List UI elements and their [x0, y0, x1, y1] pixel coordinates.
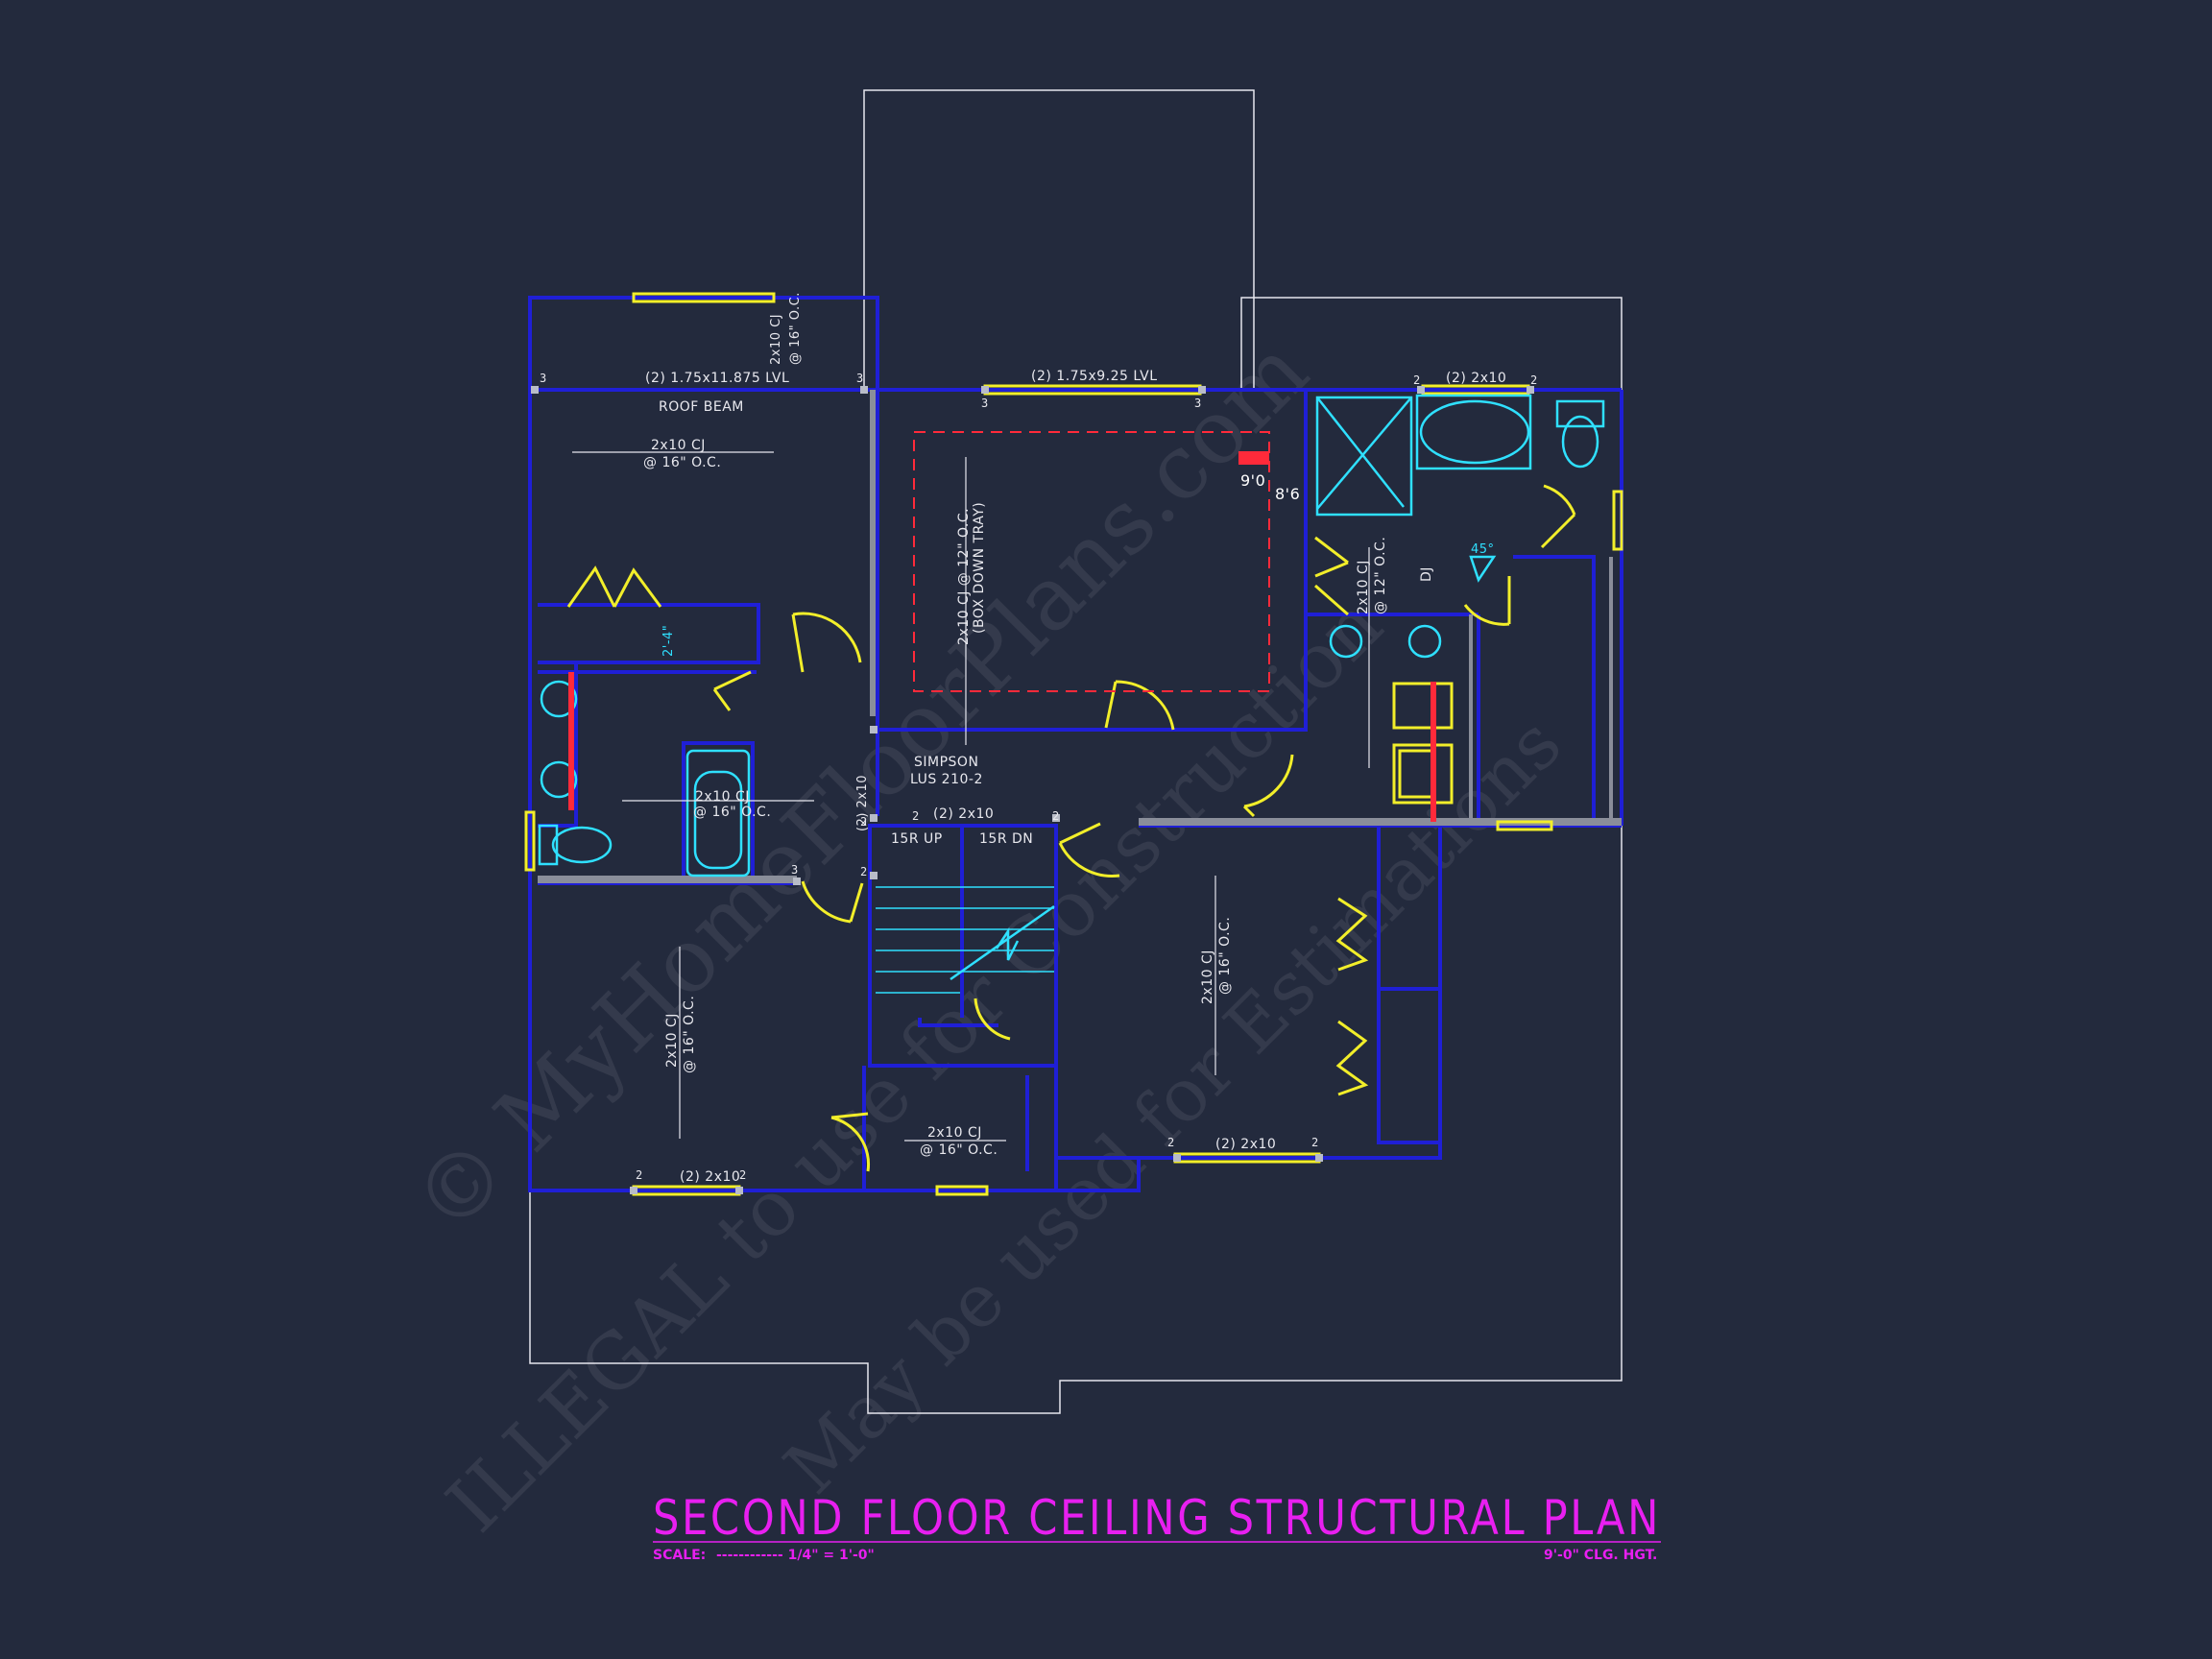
- label-beam-bottom-right: (2) 2x10: [1215, 1137, 1276, 1152]
- labels: (2) 1.75x11.875 LVL ROOF BEAM (2) 1.75x9…: [540, 292, 1537, 1185]
- label-cj-top-small-a: 2x10 CJ: [769, 314, 783, 365]
- label-roof-beam: ROOF BEAM: [659, 399, 744, 415]
- label-dim-closet: 2'-4": [661, 625, 676, 657]
- label-cj-bedleft-a: 2x10 CJ: [664, 1013, 680, 1068]
- fixtures: [538, 394, 1605, 981]
- label-cj-tub-b: @ 16" O.C.: [693, 805, 771, 820]
- bearing-points: [531, 386, 1534, 1194]
- label-cj-bath-a: 2x10 CJ: [1356, 560, 1371, 614]
- plan-title: SECOND FLOOR CEILING STRUCTURAL PLAN: [653, 1490, 1661, 1546]
- ceiling-height: 9'-0" CLG. HGT.: [1544, 1548, 1657, 1563]
- tray-ceiling: [568, 431, 1436, 822]
- title-block: SECOND FLOOR CEILING STRUCTURAL PLAN SCA…: [653, 1490, 1661, 1563]
- bearing-num: 2: [1530, 373, 1537, 387]
- label-beam-2x10-stair: (2) 2x10: [933, 806, 994, 822]
- bearing-num: 2: [1052, 809, 1059, 823]
- doors: [566, 484, 1576, 1172]
- bearing-num: 2: [860, 815, 867, 829]
- label-beam-2x10-vert: (2) 2x10: [855, 775, 870, 831]
- label-stair-dn: 15R DN: [979, 831, 1033, 847]
- label-beam-lvl-left: (2) 1.75x11.875 LVL: [645, 371, 789, 386]
- label-cj-bedright-a: 2x10 CJ: [1200, 950, 1215, 1004]
- label-beam-lvl-mid: (2) 1.75x9.25 LVL: [1031, 369, 1158, 384]
- label-cj-left-b: @ 16" O.C.: [643, 455, 721, 470]
- label-tray-elev-b: 8'6: [1275, 485, 1300, 503]
- bearing-num: 2: [636, 1168, 642, 1182]
- scale-label: SCALE:: [653, 1548, 706, 1563]
- label-beam-2x10-right: (2) 2x10: [1446, 371, 1506, 386]
- label-cj-left-a: 2x10 CJ: [651, 438, 706, 453]
- label-simpson-a: SIMPSON: [914, 755, 978, 770]
- label-cj-hall-b: @ 16" O.C.: [920, 1142, 998, 1158]
- label-cj-bedleft-b: @ 16" O.C.: [682, 996, 697, 1073]
- label-cj-top-small-b: @ 16" O.C.: [788, 292, 803, 365]
- bearing-num: 3: [791, 863, 798, 877]
- bearing-num: 3: [540, 372, 546, 385]
- label-cj-bedright-b: @ 16" O.C.: [1217, 917, 1233, 995]
- bearing-num: 3: [856, 372, 863, 385]
- span-arrows: [572, 451, 1370, 1142]
- bearing-num: 2: [912, 809, 919, 823]
- stair-treads: [876, 886, 1054, 994]
- label-cj-tray-b: (BOX DOWN TRAY): [972, 502, 987, 634]
- label-beam-bottom-left: (2) 2x10: [680, 1169, 740, 1185]
- label-cj-tub-a: 2x10 CJ: [695, 789, 750, 805]
- bearing-num: 3: [981, 397, 988, 410]
- bearing-num: 2: [1413, 373, 1420, 387]
- label-stair-up: 15R UP: [891, 831, 943, 847]
- label-angle: 45°: [1471, 542, 1495, 557]
- bearing-num: 2: [1311, 1136, 1318, 1149]
- bearing-num: 2: [1167, 1136, 1174, 1149]
- scale-value: ------------ 1/4" = 1'-0": [716, 1548, 875, 1563]
- label-dj: DJ: [1419, 566, 1434, 582]
- bearing-num: 3: [1194, 397, 1201, 410]
- bearing-num: 2: [860, 865, 867, 878]
- bearing-num: 2: [739, 1168, 746, 1182]
- label-simpson-b: LUS 210-2: [910, 772, 983, 787]
- roof-outline: [529, 89, 1623, 1414]
- label-tray-elev-a: 9'0: [1240, 471, 1265, 490]
- label-cj-tray-a: 2x10 CJ @ 12" O.C.: [956, 508, 972, 645]
- label-cj-hall-a: 2x10 CJ: [927, 1125, 982, 1141]
- hatched-walls: [538, 390, 1622, 883]
- label-cj-bath-b: @ 12" O.C.: [1373, 537, 1388, 614]
